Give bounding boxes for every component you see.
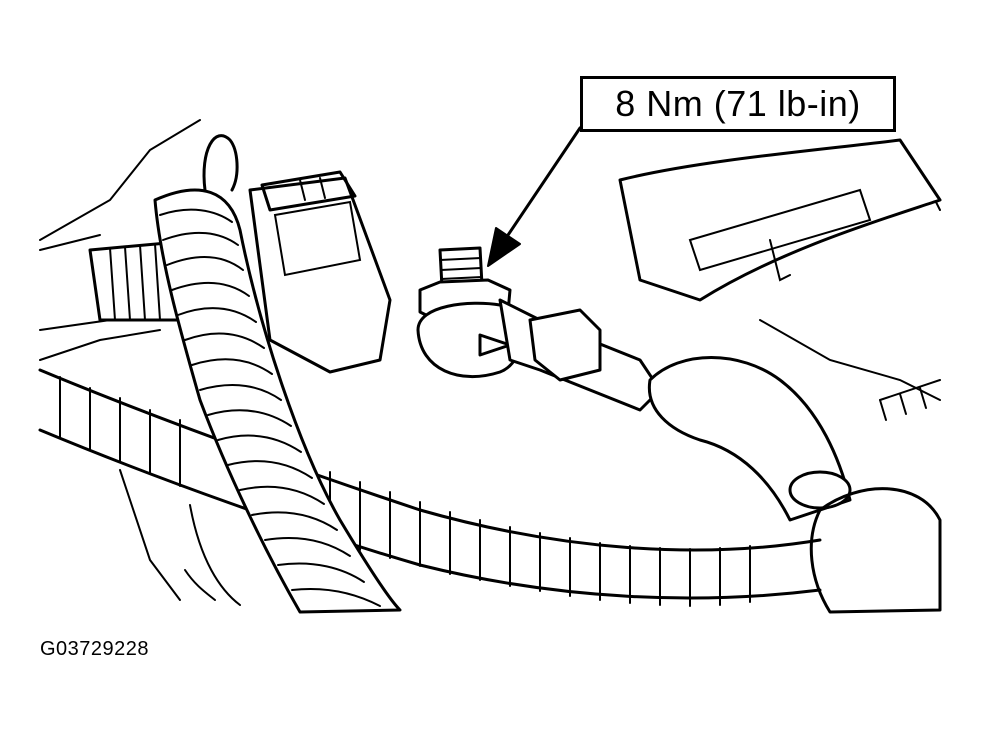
lower-right-pulley <box>809 379 942 614</box>
torque-callout-box: 8 Nm (71 lb-in) <box>580 76 896 132</box>
torque-specification: 8 Nm (71 lb-in) <box>615 83 861 124</box>
right-elbow-hose <box>647 356 852 522</box>
electrical-connector <box>248 170 392 374</box>
arrowhead <box>487 227 521 267</box>
figure-id: G03729228 <box>40 638 150 660</box>
ground-stud-assembly <box>416 246 662 412</box>
callout-leader <box>487 126 582 267</box>
ribbed-harness-band <box>38 368 822 607</box>
upper-bracket <box>618 138 942 302</box>
vertical-wiring-harness <box>153 134 402 614</box>
